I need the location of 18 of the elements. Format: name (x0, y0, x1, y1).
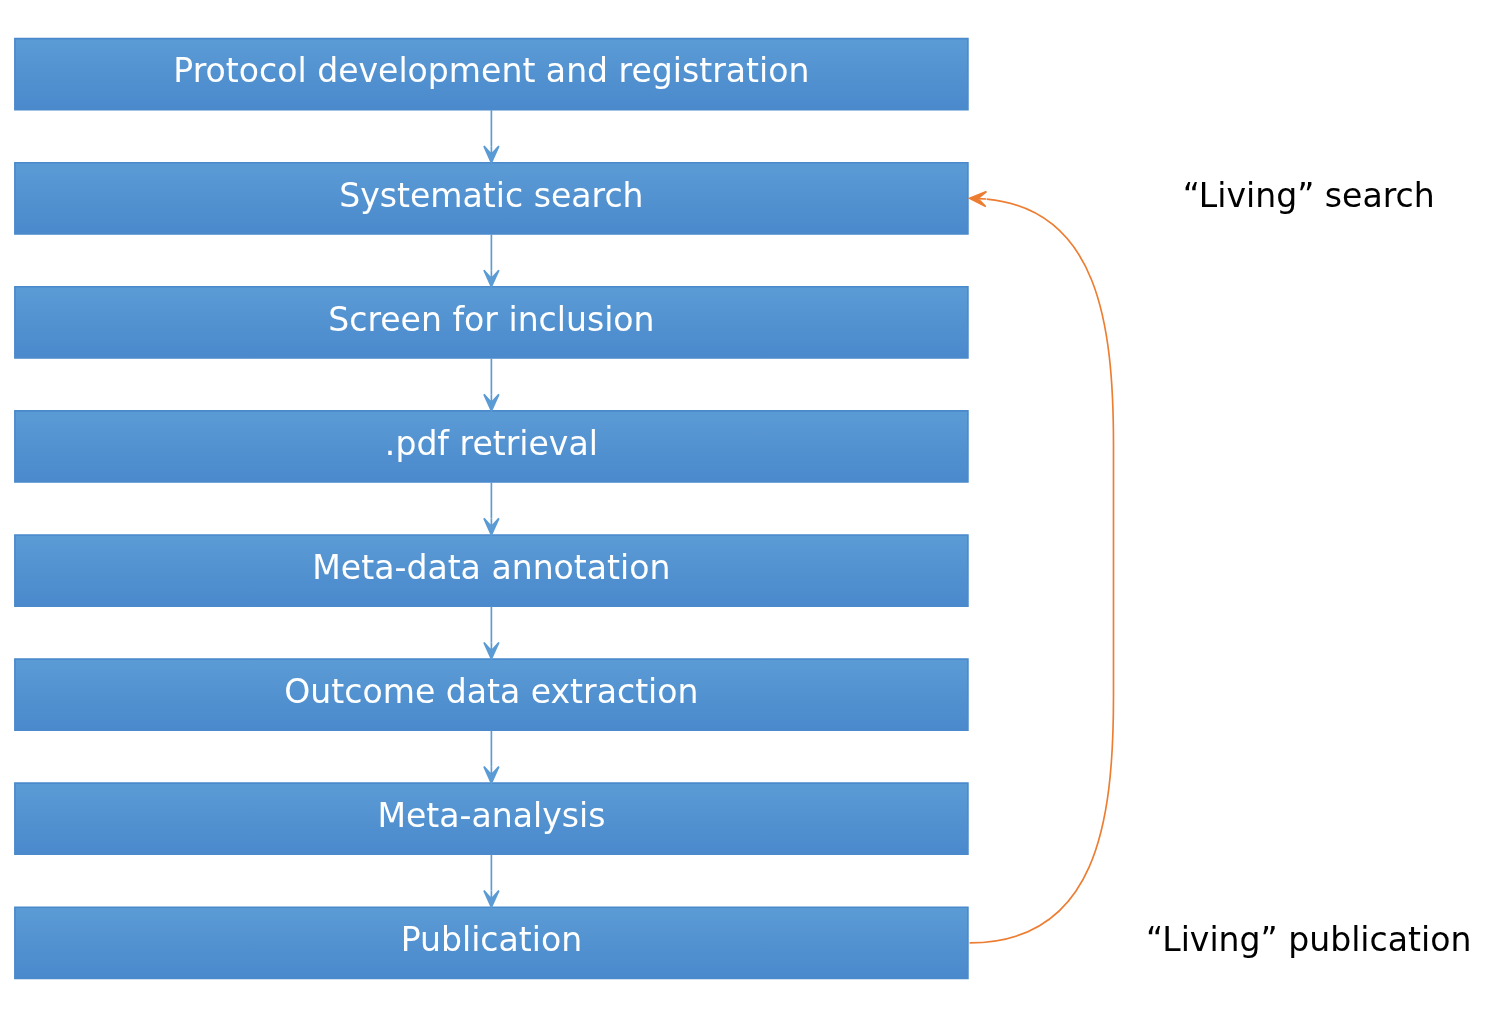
arrow (483, 356, 500, 412)
label: “Living” search (1182, 175, 1435, 215)
node-box: Meta-data annotation (14, 533, 969, 607)
arrow (483, 605, 500, 660)
arrow (483, 481, 500, 536)
node-box: Publication (14, 905, 969, 979)
node-box: Screen for inclusion (14, 285, 969, 359)
node-box: Outcome data extraction (14, 657, 969, 731)
arrow (483, 108, 500, 163)
node-box: Systematic search (14, 161, 969, 235)
node-box: Meta-analysis (14, 781, 969, 855)
arrow (483, 729, 500, 784)
arrow (968, 190, 1115, 944)
arrow (483, 232, 500, 288)
node-box: .pdf retrieval (14, 409, 969, 483)
arrow (483, 853, 500, 908)
label: “Living” publication (1146, 919, 1472, 959)
node-box: Protocol development and registration (14, 37, 969, 111)
